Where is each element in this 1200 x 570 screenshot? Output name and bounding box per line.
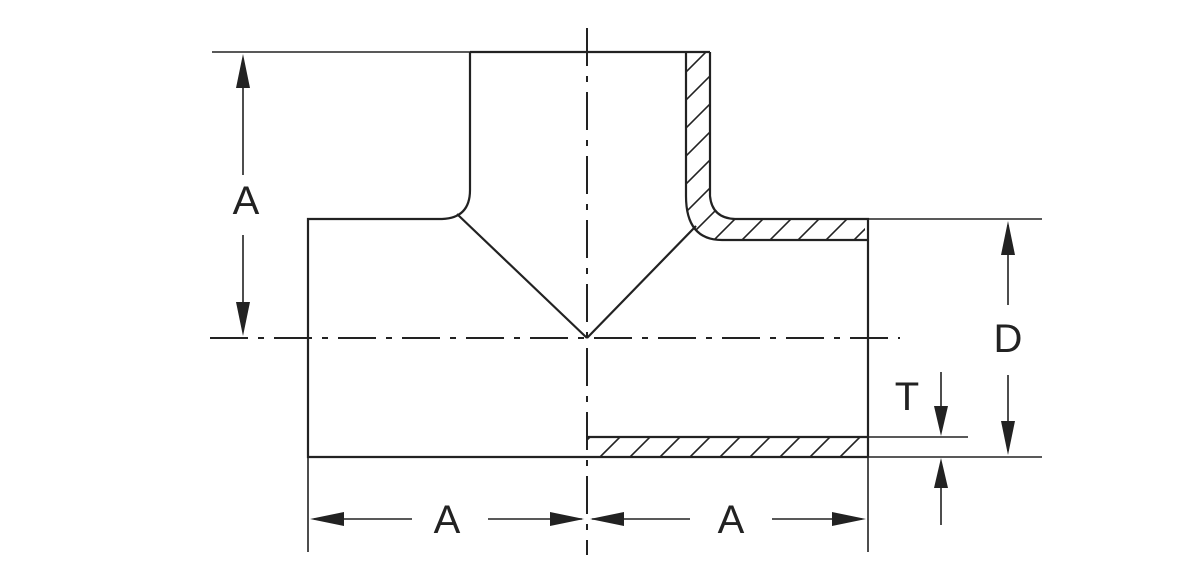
- hatch-line: [839, 437, 861, 457]
- outer-diameter-label: D: [994, 317, 1023, 361]
- run-left-label: A: [434, 498, 461, 542]
- dimension-run-right: A: [590, 498, 866, 542]
- dimension-outer-diameter: D: [994, 221, 1023, 455]
- extension-lines: [212, 51, 1042, 552]
- run-wall-hatch: [587, 437, 890, 457]
- dimension-wall-thickness: T: [895, 372, 948, 525]
- hatch-line: [629, 437, 651, 457]
- dimension-branch-height: A: [233, 54, 260, 336]
- run-right-label: A: [718, 498, 745, 542]
- hatch-line: [779, 437, 801, 457]
- hatch-line: [870, 437, 890, 457]
- hatch-line: [749, 437, 771, 457]
- hatch-line: [719, 437, 741, 457]
- dimension-run-left: A: [310, 498, 584, 542]
- hatch-line: [686, 52, 691, 240]
- branch-height-label: A: [233, 179, 260, 223]
- hatch-line: [659, 437, 681, 457]
- hatch-line: [599, 437, 621, 457]
- hatch-line: [809, 437, 831, 457]
- hatch-line: [686, 52, 747, 240]
- hatch-line: [689, 437, 711, 457]
- wall-thickness-label: T: [895, 375, 919, 419]
